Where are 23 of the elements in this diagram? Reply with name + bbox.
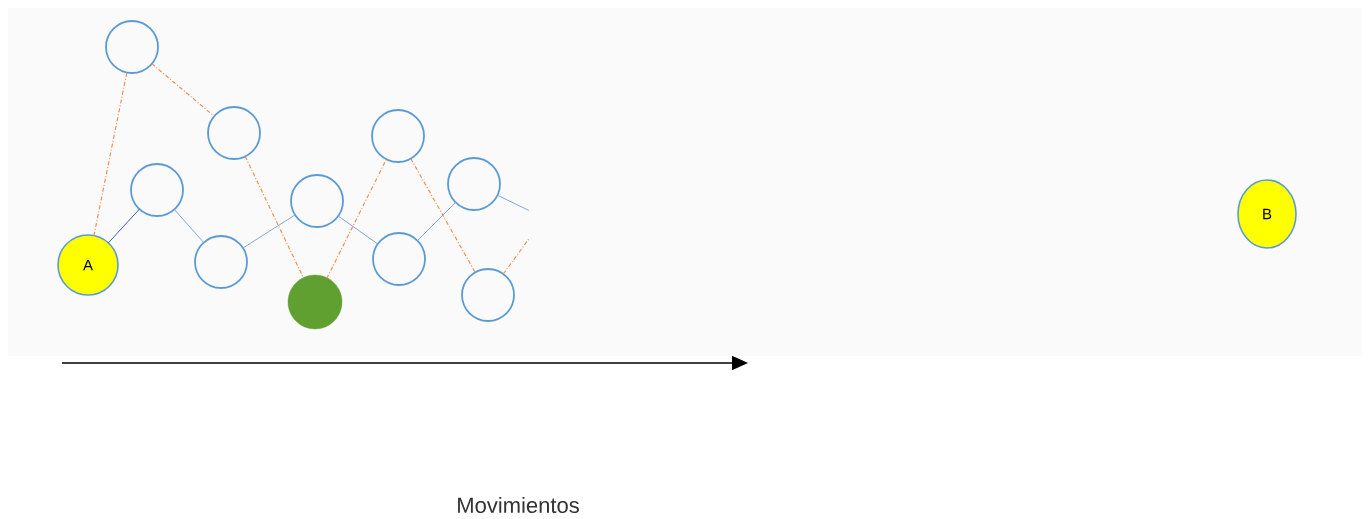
circle [447, 157, 501, 211]
connector-line [416, 201, 457, 242]
circle [371, 109, 425, 163]
connector-line [496, 194, 530, 211]
connector-line [151, 63, 215, 117]
circle [105, 20, 159, 74]
connector-line [173, 208, 205, 244]
circle [372, 232, 426, 286]
connector-line [242, 214, 296, 249]
connector-line [244, 155, 305, 279]
circle [207, 106, 261, 160]
axis-label: Movimientos [458, 496, 579, 514]
circle [194, 235, 248, 289]
filled-circle [287, 274, 343, 330]
connector-line [502, 238, 530, 275]
connector-line [107, 208, 140, 244]
connector-line [93, 71, 128, 237]
circle [461, 268, 515, 322]
circle [290, 174, 344, 228]
connector-line [326, 158, 387, 280]
connector-line [410, 158, 476, 273]
connector-line [337, 215, 379, 245]
circle [130, 163, 184, 217]
